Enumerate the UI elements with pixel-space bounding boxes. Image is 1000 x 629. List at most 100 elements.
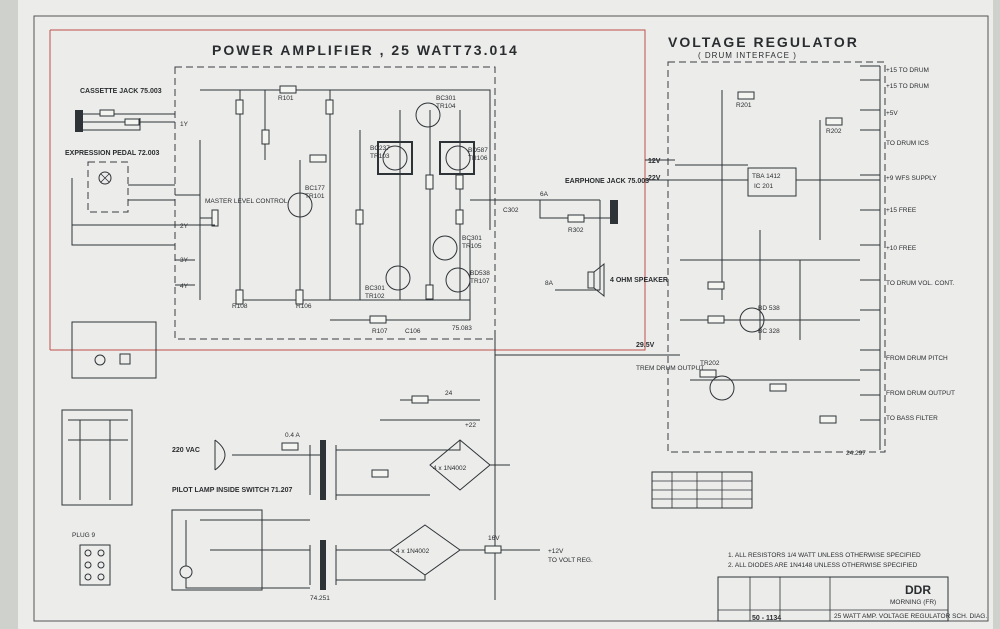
part-label: R107 — [372, 328, 388, 335]
r304 — [411, 395, 429, 404]
reg-output-label: FROM DRUM PITCH — [886, 355, 948, 362]
part-label: C106 — [405, 328, 421, 335]
regulator-ic — [747, 167, 797, 197]
ac-plug-icon — [214, 439, 320, 471]
fuse-label: 0.4 A — [285, 432, 300, 439]
speaker-cone — [593, 262, 605, 298]
tr105-heatsink — [439, 141, 475, 175]
title-block-grid — [718, 577, 948, 621]
sheet-border — [33, 15, 989, 622]
r204 — [707, 315, 725, 324]
net-label: 6A — [540, 191, 549, 198]
part-label: R108 — [232, 303, 248, 310]
parts-table-grid — [652, 472, 752, 508]
bridge-1 — [429, 439, 491, 491]
transformer-t301 — [320, 440, 326, 500]
part-label: BC301 — [365, 285, 385, 292]
tr107-icon — [445, 267, 471, 293]
power-amp-title: POWER AMPLIFIER , 25 WATT — [212, 42, 463, 58]
title-brand: DDR — [905, 583, 931, 597]
r206 — [769, 383, 787, 392]
reg-output-label: +15 TO DRUM — [886, 67, 929, 74]
ac-input-label: 220 VAC — [172, 447, 200, 454]
net-label: 8A — [545, 280, 554, 287]
title-subtitle: MORNING (FR) — [890, 599, 936, 606]
r107 — [455, 174, 464, 190]
plug-9-box — [79, 544, 111, 586]
tr202-icon — [709, 375, 735, 401]
part-label: TR106 — [468, 155, 488, 162]
r203 — [707, 281, 725, 290]
pilot-lamp-wires — [185, 519, 310, 589]
part-label: TR101 — [305, 193, 325, 200]
r111 — [369, 315, 387, 324]
r305 — [371, 469, 389, 478]
expression-pedal-box — [87, 161, 129, 213]
cassette-jack-connector — [75, 110, 83, 132]
transformer-windings — [309, 445, 337, 585]
r110 — [235, 289, 244, 305]
tr106-icon — [432, 235, 458, 261]
voltage-reg-subtitle: ( DRUM INTERFACE ) — [698, 51, 797, 60]
reg-output-label: +15 TO DRUM — [886, 83, 929, 90]
title-block — [717, 576, 949, 622]
pedal-lamp-cross — [100, 173, 110, 183]
tr104-icon — [415, 102, 441, 128]
reg-output-label: TO BASS FILTER — [886, 415, 938, 422]
part-label: TR105 — [462, 243, 482, 250]
pedal-wires — [71, 178, 175, 246]
reg-output-label: +10 FREE — [886, 245, 917, 252]
part-label: TR107 — [470, 278, 490, 285]
pa-rail-top — [200, 89, 491, 230]
r207 — [819, 415, 837, 424]
net-label: 4Y — [180, 283, 189, 290]
expression-pedal-label: EXPRESSION PEDAL 72.003 — [65, 150, 160, 157]
r113 — [355, 209, 364, 225]
r112 — [455, 209, 464, 225]
pilot-lamp-label: PILOT LAMP INSIDE SWITCH 71.207 — [172, 487, 293, 494]
reg-output-label: +9 WFS SUPPLY — [886, 175, 937, 182]
r108 — [425, 284, 434, 300]
pilot-socket-2-icon — [119, 353, 131, 365]
master-level-label: MASTER LEVEL CONTROL — [205, 198, 288, 205]
reg-mid-wiring — [680, 230, 860, 381]
cassette-jack-label: CASSETTE JACK 75.003 — [80, 88, 162, 95]
reg-part-label: R202 — [826, 128, 842, 135]
pa-rail-mid — [199, 90, 331, 300]
voltage-reg-board-code: 24.297 — [846, 450, 866, 457]
power-amp-board-outline — [174, 66, 496, 340]
bridge-1-label: 4 x 1N4002 — [433, 465, 467, 472]
part-label: R106 — [296, 303, 312, 310]
paper-background — [18, 0, 993, 629]
reg-rail-right — [860, 65, 881, 450]
note-line: 2. ALL DIODES ARE 1N4148 UNLESS OTHERWIS… — [728, 562, 918, 569]
tr103-icon — [382, 145, 408, 171]
reg-rail-left — [675, 90, 880, 300]
part-label: TR104 — [436, 103, 456, 110]
reg-output-label: +5V — [886, 110, 898, 117]
speaker-label: 4 OHM SPEAKER — [610, 277, 668, 284]
cassette-res-1 — [99, 109, 115, 117]
r103 — [325, 99, 334, 115]
net-label: 3Y — [180, 257, 189, 264]
pilot-plug-box — [71, 321, 157, 379]
net-label: 2Y — [180, 223, 189, 230]
r306 — [484, 545, 502, 554]
drawing-number: 50 - 1134 — [752, 615, 781, 622]
power-amp-board-code: 75.083 — [452, 325, 472, 332]
plug-pin-icon — [97, 573, 105, 581]
part-label: BC237 — [370, 145, 390, 152]
earphone-jack-label: EARPHONE JACK 75.003 — [565, 178, 649, 185]
part-label: BC301 — [436, 95, 456, 102]
part-label: TR103 — [370, 153, 390, 160]
reg-output-label: +15 FREE — [886, 207, 917, 214]
r202 — [825, 117, 843, 126]
psu-rail-label: 16V — [488, 535, 500, 542]
psu-board-code: 74.251 — [310, 595, 330, 602]
pilot-socket-icon — [94, 354, 106, 366]
speaker-icon — [587, 271, 595, 289]
plug-pin-icon — [97, 549, 105, 557]
part-label: BC177 — [305, 185, 325, 192]
r106 — [425, 174, 434, 190]
